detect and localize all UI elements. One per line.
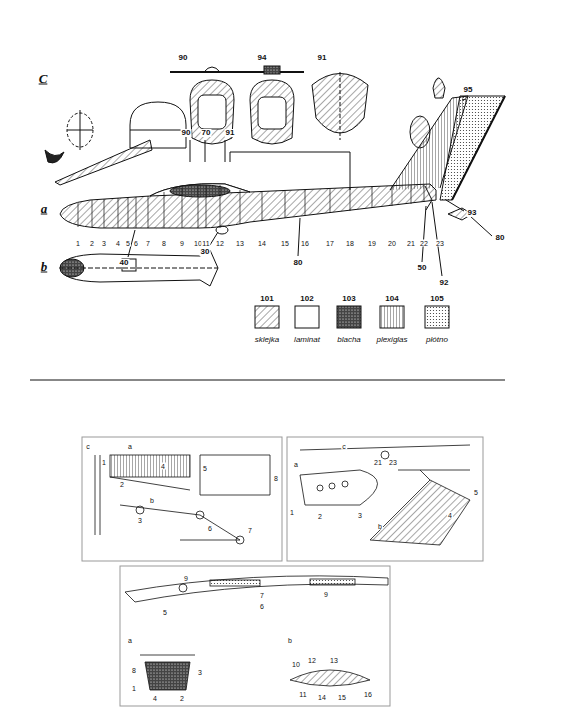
callout-number: 94: [257, 54, 268, 62]
callout-number: 21: [373, 459, 383, 466]
callout-number: 23: [435, 240, 445, 247]
callout-number: 6: [133, 240, 139, 247]
callout-number: 5: [162, 609, 168, 616]
callout-number: 15: [280, 240, 290, 247]
callout-number: 10: [291, 661, 301, 668]
callout-number: 3: [197, 669, 203, 676]
callout-number: 2: [317, 513, 323, 520]
callout-number: 11: [298, 691, 307, 698]
callout-number: 101: [259, 295, 274, 303]
callout-number: 6: [207, 525, 213, 532]
legend-text: sklejka: [254, 336, 280, 344]
callout-number: 7: [145, 240, 151, 247]
callout-number: 91: [317, 54, 328, 62]
callout-number: 14: [257, 240, 267, 247]
callout-number: 18: [345, 240, 355, 247]
callout-number: 22: [419, 240, 429, 247]
callout-number: 80: [495, 234, 506, 242]
callout-number: b: [287, 637, 293, 644]
callout-number: 90: [178, 54, 189, 62]
callout-number: 16: [300, 240, 310, 247]
callout-number: 7: [247, 527, 253, 534]
callout-number: 104: [384, 295, 399, 303]
callout-number: 1: [131, 685, 137, 692]
callout-number: 1: [75, 240, 81, 247]
callout-number: 8: [273, 475, 279, 482]
callout-number: 105: [429, 295, 444, 303]
callout-number: 30: [200, 248, 211, 256]
legend-text: płótno: [425, 336, 449, 344]
callout-number: 90: [181, 129, 192, 137]
callout-number: c: [341, 443, 347, 450]
callout-number: 11: [201, 240, 210, 247]
view-letter: a: [40, 202, 49, 215]
callout-number: a: [127, 637, 133, 644]
callout-number: b: [149, 497, 155, 504]
callout-number: 5: [125, 240, 131, 247]
callout-number: 5: [202, 465, 208, 472]
callout-number: 8: [131, 667, 137, 674]
legend-text: plexiglas: [375, 336, 408, 344]
callout-number: 16: [363, 691, 373, 698]
callout-number: a: [293, 461, 299, 468]
callout-number: 14: [317, 694, 327, 701]
callout-number: 103: [341, 295, 356, 303]
callout-number: 3: [357, 512, 363, 519]
callout-number: 9: [323, 591, 329, 598]
callout-number: 13: [329, 657, 339, 664]
callout-number: b: [377, 523, 383, 530]
callout-number: 93: [467, 209, 478, 217]
callout-number: 50: [417, 264, 428, 272]
callout-number: 3: [101, 240, 107, 247]
callout-number: 95: [463, 86, 474, 94]
callout-number: 2: [179, 695, 185, 702]
callout-number: 19: [367, 240, 377, 247]
callout-number: 5: [473, 489, 479, 496]
callout-number: 102: [299, 295, 314, 303]
callout-number: 9: [179, 240, 185, 247]
callout-number: 70: [201, 129, 212, 137]
callout-number: 3: [137, 517, 143, 524]
callout-number: 2: [89, 240, 95, 247]
callout-number: 1: [101, 459, 107, 466]
callout-number: 91: [225, 129, 236, 137]
view-letter: b: [40, 260, 49, 273]
callout-number: 7: [259, 592, 265, 599]
callout-number: 17: [325, 240, 335, 247]
callout-number: 9: [183, 575, 189, 582]
callout-number: 4: [447, 512, 453, 519]
callout-number: 1: [289, 509, 295, 516]
callout-number: 4: [160, 463, 166, 470]
callout-number: 23: [388, 459, 398, 466]
callout-number: 12: [215, 240, 225, 247]
callout-number: c: [85, 443, 91, 450]
callout-number: 6: [259, 603, 265, 610]
callout-number: 13: [235, 240, 245, 247]
callout-number: 80: [293, 259, 304, 267]
callout-number: 4: [152, 695, 158, 702]
callout-number: 40: [119, 259, 130, 267]
callout-number: 2: [119, 481, 125, 488]
legend-text: laminat: [293, 336, 321, 344]
callout-number: 15: [337, 694, 347, 701]
legend-text: blacha: [336, 336, 362, 344]
callout-number: 20: [387, 240, 397, 247]
callout-number: 4: [115, 240, 121, 247]
callout-number: 92: [439, 279, 450, 287]
callout-number: 12: [307, 657, 317, 664]
callout-number: 8: [161, 240, 167, 247]
view-letter: C: [38, 72, 49, 85]
callout-number: a: [127, 443, 133, 450]
callout-number: 21: [406, 240, 416, 247]
